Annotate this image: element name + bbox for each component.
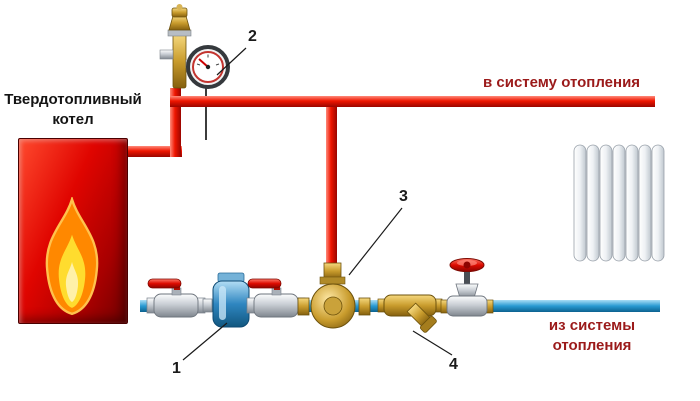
- hot-pipe-supply-main: [170, 96, 655, 107]
- return-label-line2: отопления: [552, 337, 632, 355]
- hot-pipe-riser: [170, 88, 181, 157]
- ball-valve-left: [146, 277, 206, 319]
- y-strainer: [377, 284, 443, 342]
- callout-2-safety-group: 2: [248, 28, 257, 45]
- three-way-mixing-valve: [297, 262, 371, 333]
- callout-3-three-way-valve: 3: [399, 188, 408, 205]
- boiler-label: Твердотопливный котел: [2, 90, 144, 129]
- flame-icon: [45, 197, 99, 315]
- red-lever-handle-icon: [147, 278, 182, 289]
- supply-label: в систему отопления: [483, 74, 641, 91]
- radiator: [572, 142, 668, 264]
- safety-group-mount-stem: [205, 88, 207, 140]
- return-label: из системы отопления: [524, 316, 660, 357]
- solid-fuel-boiler: [18, 138, 128, 324]
- boiler-label-line1: Твердотопливный: [4, 91, 142, 108]
- hot-pipe-boiler-outlet: [120, 146, 182, 157]
- hot-pipe-drop-to-mixing-valve: [326, 107, 337, 267]
- ball-valve-right: [246, 277, 306, 319]
- safety-group-with-pressure-gauge: [146, 4, 231, 96]
- globe-valve: [440, 256, 494, 318]
- red-lever-handle-icon: [247, 278, 282, 289]
- boiler-label-line2: котел: [52, 110, 94, 128]
- callout-1-filter: 1: [172, 360, 181, 377]
- callout-4-strainer: 4: [449, 356, 458, 373]
- return-label-line1: из системы: [548, 317, 636, 334]
